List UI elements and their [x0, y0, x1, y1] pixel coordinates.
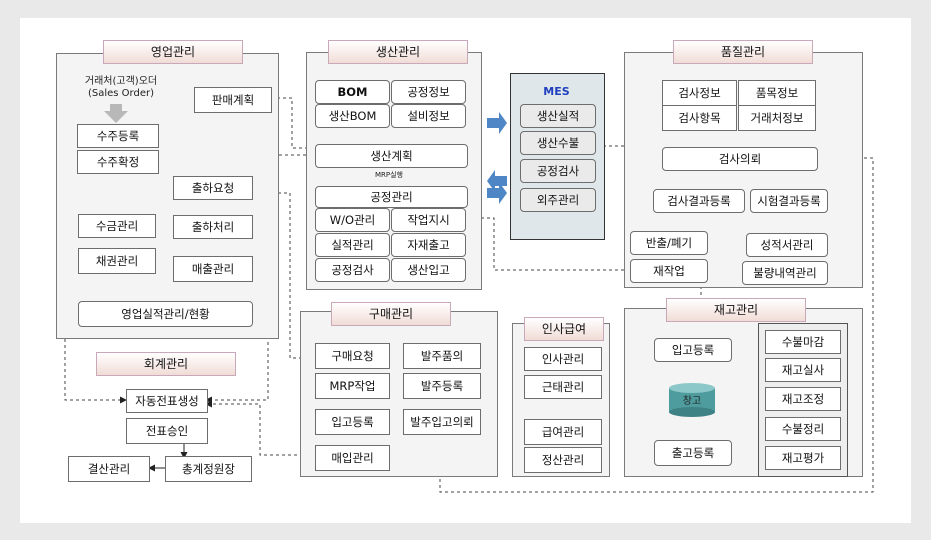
- shipment-register-box[interactable]: 출고등록: [654, 440, 732, 466]
- valuation-box[interactable]: 재고평가: [765, 446, 841, 470]
- order-confirm-box[interactable]: 수주확정: [77, 150, 159, 174]
- hr-mgmt-box[interactable]: 인사관리: [524, 347, 602, 371]
- hr-title: 인사급여: [524, 317, 604, 341]
- item-info-box[interactable]: 품목정보: [738, 80, 816, 106]
- defect-history-box[interactable]: 불량내역관리: [742, 261, 828, 285]
- stocktaking-box[interactable]: 재고실사: [765, 358, 841, 382]
- order-receipt-request-box[interactable]: 발주입고의뢰: [403, 409, 481, 435]
- warehouse-label: 창고: [682, 396, 702, 407]
- line-purchase-autoslip: [205, 400, 315, 456]
- prod-plan-box[interactable]: 생산계획: [315, 144, 468, 168]
- accounting-title: 회계관리: [96, 352, 236, 376]
- inspection-item-box[interactable]: 검사항목: [662, 105, 737, 131]
- inventory-closing-box[interactable]: 수불마감: [765, 330, 841, 354]
- result-mgmt-box[interactable]: 실적관리: [315, 233, 390, 257]
- process-inspection-box[interactable]: 공정검사: [315, 258, 390, 282]
- general-ledger-box[interactable]: 총계정원장: [165, 456, 252, 482]
- mes-prod-result-box[interactable]: 생산실적: [520, 104, 596, 128]
- certificate-box[interactable]: 성적서관리: [746, 233, 828, 257]
- payroll-box[interactable]: 급여관리: [524, 419, 602, 445]
- rework-box[interactable]: 재작업: [630, 259, 708, 283]
- arrow-mes-right-1: [487, 112, 507, 134]
- equipment-info-box[interactable]: 설비정보: [391, 104, 466, 128]
- receivables-box[interactable]: 채권관리: [78, 248, 156, 274]
- work-order-box[interactable]: 작업지시: [391, 208, 466, 232]
- mrp-run-label: MRP실행: [374, 171, 403, 179]
- mes-process-check-box[interactable]: 공정검사: [520, 159, 596, 183]
- shipping-request-box[interactable]: 출하요청: [173, 176, 253, 200]
- sales-performance-box[interactable]: 영업실적관리/현황: [78, 301, 253, 327]
- mes-panel: [510, 73, 605, 240]
- down-arrow-icon: [104, 104, 128, 123]
- purchase-mgmt-box[interactable]: 매입관리: [315, 445, 390, 471]
- mrp-work-box[interactable]: MRP작업: [315, 373, 390, 399]
- prod-receipt-box[interactable]: 생산입고: [391, 258, 466, 282]
- mes-outsourcing-box[interactable]: 외주관리: [520, 188, 596, 212]
- arrow-mes-left: [487, 170, 507, 192]
- wo-mgmt-box[interactable]: W/O관리: [315, 208, 390, 232]
- inventory-title: 재고관리: [666, 298, 806, 322]
- diagram-canvas: 영업관리 거래처(고객)오더 (Sales Order) 수주등록 수주확정 판…: [20, 18, 911, 523]
- purchase-order-register-box[interactable]: 발주등록: [403, 373, 481, 399]
- settlement-box[interactable]: 정산관리: [524, 447, 602, 473]
- production-title: 생산관리: [328, 40, 468, 64]
- quality-title: 품질관리: [673, 40, 813, 64]
- process-mgmt-box[interactable]: 공정관리: [315, 186, 468, 208]
- purchase-title: 구매관리: [331, 302, 451, 326]
- sales-mgmt-box[interactable]: 매출관리: [173, 256, 253, 282]
- test-result-box[interactable]: 시험결과등록: [750, 189, 828, 213]
- sales-order-note-line2: (Sales Order): [87, 88, 154, 99]
- purchase-receipt-register-box[interactable]: 입고등록: [315, 409, 390, 435]
- adjustment-box[interactable]: 재고조정: [765, 387, 841, 411]
- shipping-process-box[interactable]: 출하처리: [173, 215, 253, 239]
- bom-box[interactable]: BOM: [315, 80, 390, 104]
- auto-slip-box[interactable]: 자동전표생성: [126, 389, 208, 413]
- cleanup-box[interactable]: 수불정리: [765, 417, 841, 441]
- attendance-box[interactable]: 근태관리: [524, 375, 602, 399]
- sales-plan-box[interactable]: 판매계획: [194, 87, 272, 113]
- process-info-box[interactable]: 공정정보: [391, 80, 466, 104]
- purchase-request-box[interactable]: 구매요청: [315, 343, 390, 369]
- inventory-receipt-box[interactable]: 입고등록: [654, 338, 732, 362]
- arrow-mes-right-2: [487, 182, 507, 204]
- closing-box[interactable]: 결산관리: [68, 456, 150, 482]
- mes-title: MES: [543, 85, 570, 98]
- sales-order-note-line1: 거래처(고객)오더: [84, 76, 158, 87]
- line-rework-workorder: [469, 214, 630, 271]
- return-disposal-box[interactable]: 반출/폐기: [630, 231, 708, 255]
- warehouse-cylinder-icon: [669, 383, 715, 417]
- order-approval-box[interactable]: 발주품의: [403, 343, 481, 369]
- order-register-box[interactable]: 수주등록: [77, 124, 159, 148]
- collection-box[interactable]: 수금관리: [78, 214, 156, 238]
- slip-approval-box[interactable]: 전표승인: [126, 418, 208, 444]
- inspection-info-box[interactable]: 검사정보: [662, 80, 737, 106]
- inspection-request-box[interactable]: 검사의뢰: [662, 147, 818, 171]
- prod-bom-box[interactable]: 생산BOM: [315, 104, 390, 128]
- customer-info-box[interactable]: 거래처정보: [738, 105, 816, 131]
- material-issue-box[interactable]: 자재출고: [391, 233, 466, 257]
- sales-order-note: 거래처(고객)오더 (Sales Order): [78, 76, 164, 100]
- sales-title: 영업관리: [103, 40, 243, 64]
- mes-prod-defect-box[interactable]: 생산수불: [520, 131, 596, 155]
- inspection-result-box[interactable]: 검사결과등록: [653, 189, 745, 213]
